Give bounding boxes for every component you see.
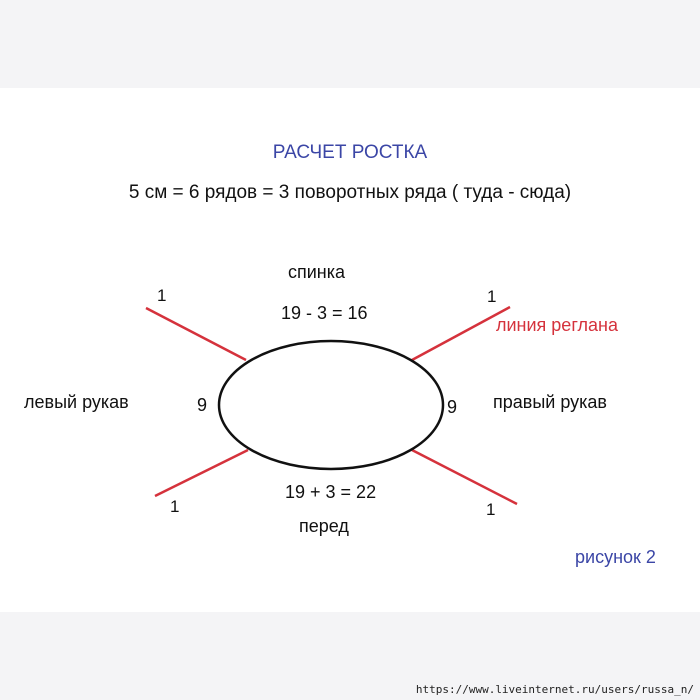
back-calculation: 19 - 3 = 16: [281, 303, 368, 323]
diagram-title: РАСЧЕТ РОСТКА: [272, 142, 428, 163]
diagram-subtitle: 5 см = 6 рядов = 3 поворотных ряда ( туд…: [128, 182, 572, 203]
raglan-end-bottom-right: 1: [486, 500, 496, 519]
raglan-line-top-left: [145, 306, 247, 362]
raglan-line-bottom-right: [411, 448, 518, 506]
raglan-end-bottom-left: 1: [170, 497, 180, 516]
diagram-panel: [0, 88, 700, 612]
front-label: перед: [299, 516, 349, 536]
raglan-line-top-right: [411, 305, 511, 362]
front-calculation: 19 + 3 = 22: [285, 482, 377, 502]
raglan-line-bottom-left: [154, 448, 249, 498]
left-sleeve-count: 9: [197, 395, 208, 415]
right-sleeve-label: правый рукав: [493, 392, 607, 412]
footer-url: https://www.liveinternet.ru/users/russa_…: [415, 683, 694, 696]
back-label: спинка: [288, 262, 346, 282]
right-sleeve-count: 9: [447, 397, 458, 417]
raglan-line-label: линия реглана: [496, 315, 618, 335]
figure-caption: рисунок 2: [575, 547, 656, 567]
raglan-end-top-left: 1: [157, 286, 167, 305]
left-sleeve-label: левый рукав: [24, 392, 129, 412]
raglan-end-top-right: 1: [487, 287, 497, 306]
neckline-ellipse: [217, 339, 445, 471]
